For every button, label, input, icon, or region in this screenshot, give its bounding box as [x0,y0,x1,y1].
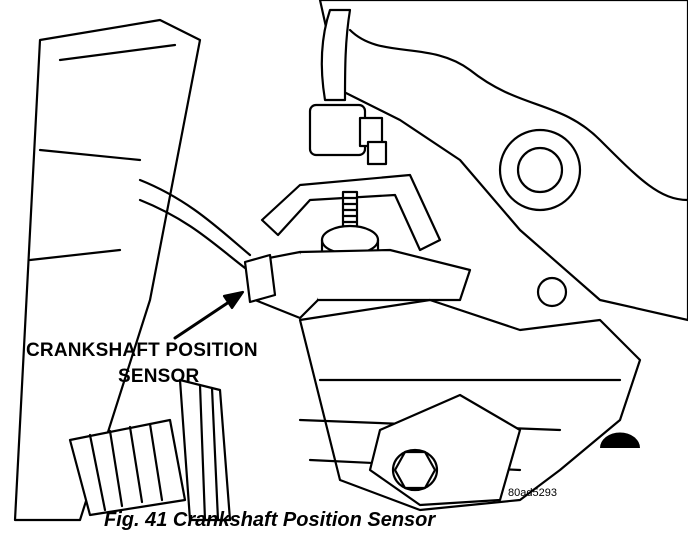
hose-fitting [308,103,367,157]
wire-harness [138,178,252,270]
callout-label-line1: CRANKSHAFT POSITION [26,340,258,361]
callout-label-line2: SENSOR [118,366,200,387]
flange-bolt [391,448,439,492]
upper-bolt [536,276,568,308]
bracket-arm [260,173,442,252]
trans-case-ribs [198,383,220,522]
stud-threads [341,196,359,224]
upper-boss [498,128,582,212]
upper-block-contour [348,28,688,202]
callout-arrow-shaft [173,298,234,340]
hose-clip [366,140,388,166]
bellows-folds [88,422,164,512]
figure-caption: Fig. 41 Crankshaft Position Sensor [104,509,436,531]
bellows-boot [68,418,187,517]
figure-code: 80ad5293 [508,487,557,499]
sensor-bracket [298,248,472,302]
callout-arrow-head [222,290,245,310]
flange-bolt-hex [393,450,437,490]
sensor-connector [243,253,277,304]
upper-boss-inner [516,146,564,194]
orientation-mark [600,432,640,448]
housing-edge-left [13,18,202,522]
upper-hose [320,8,352,102]
housing-panel-lines [28,43,177,262]
